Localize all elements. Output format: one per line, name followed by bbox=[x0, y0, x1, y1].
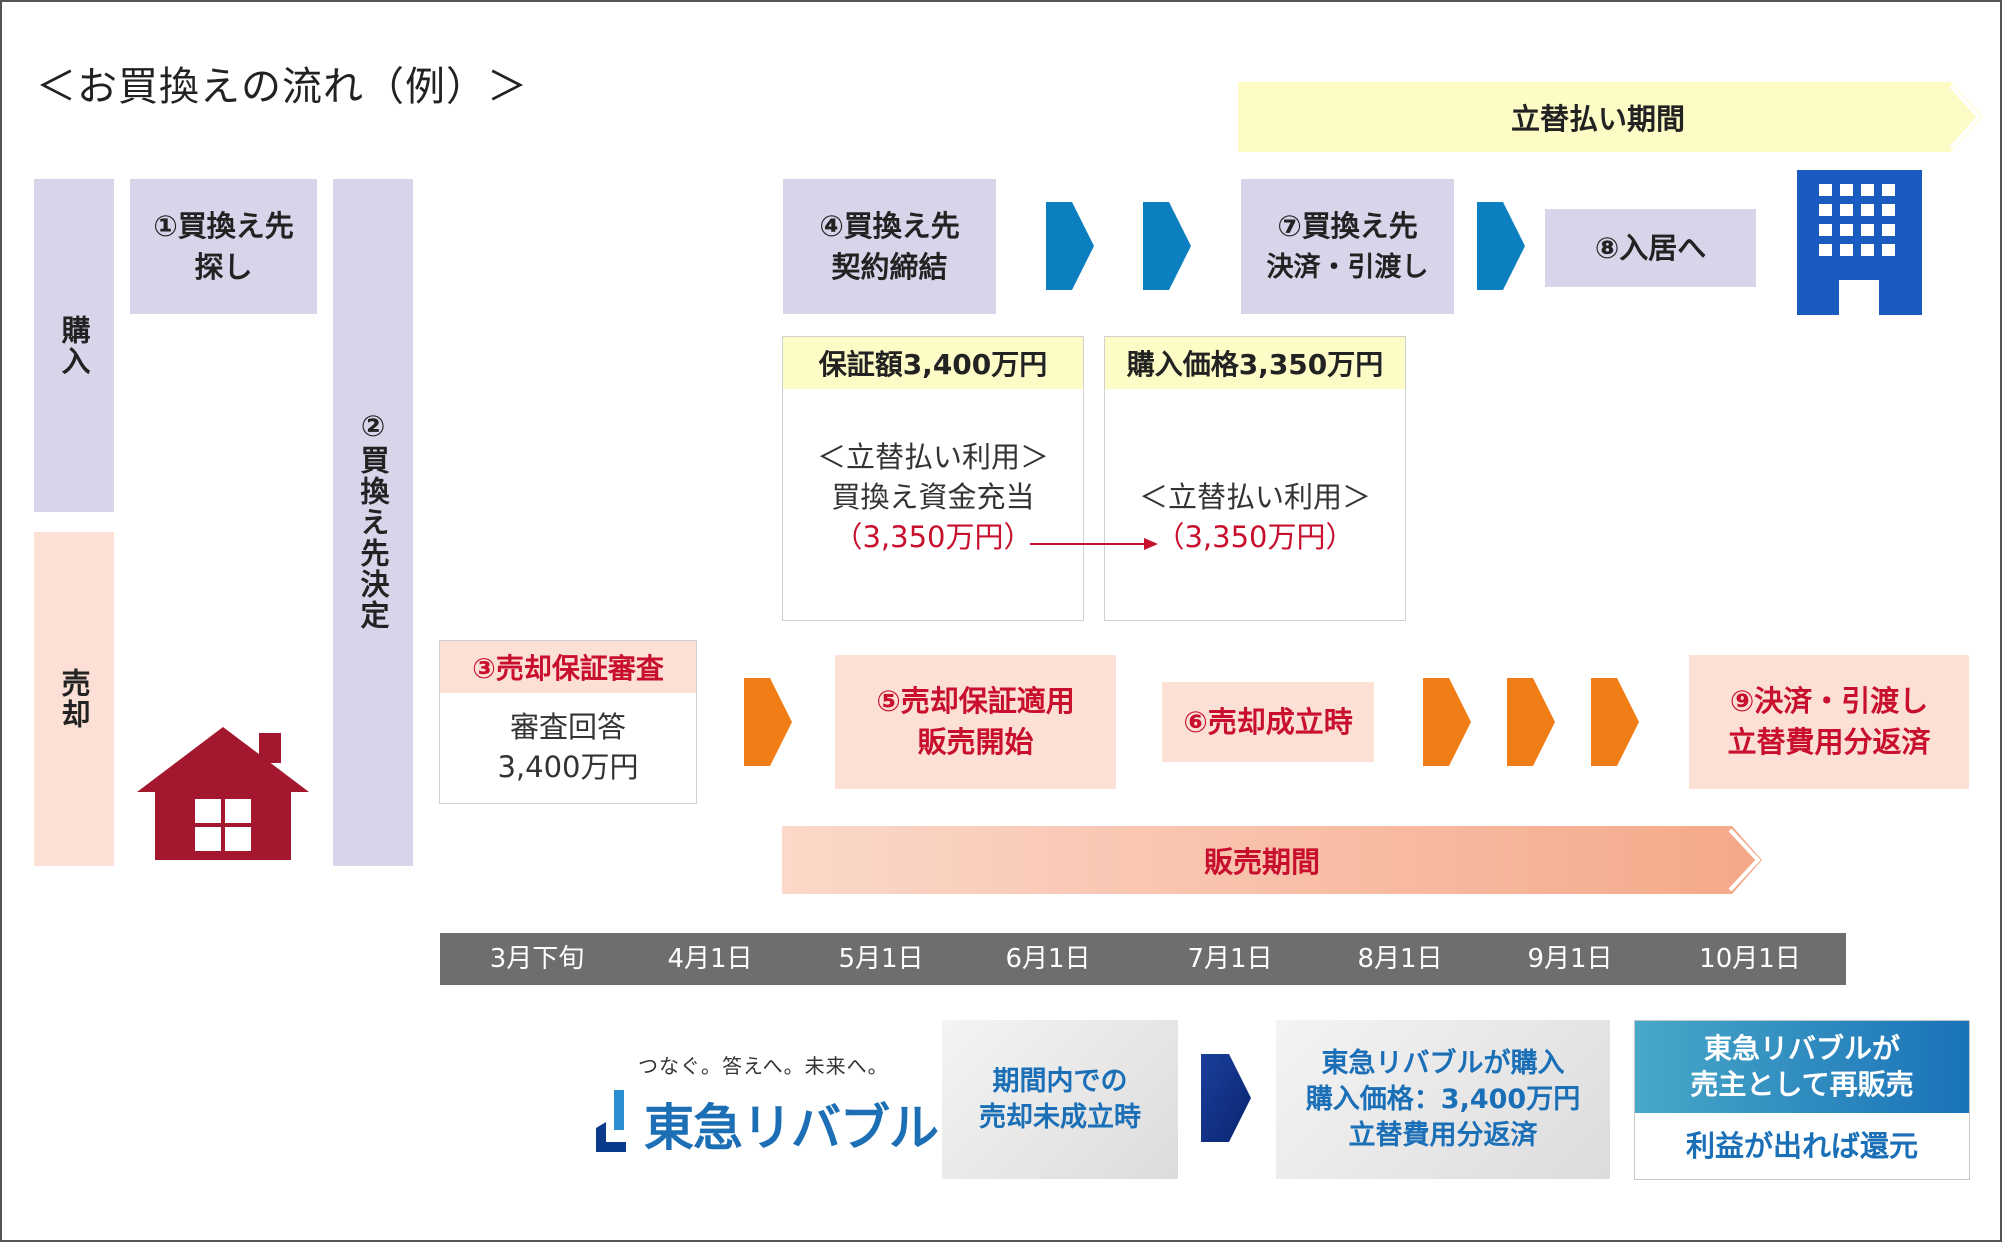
timeline-tick: 9月1日 bbox=[1527, 944, 1613, 974]
step-3-box: ③売却保証審査 審査回答 3,400万円 bbox=[439, 640, 697, 804]
step-2-label: ②買換え先決定 bbox=[356, 409, 390, 631]
case-line2: 売却未成立時 bbox=[979, 1101, 1141, 1133]
step-7-box: ⑦買換え先 決済・引渡し bbox=[1241, 179, 1454, 314]
guarantee-line3: （3,350万円） bbox=[833, 520, 1033, 554]
step-1-line1: ①買換え先 bbox=[153, 208, 294, 243]
sales-period-label: 販売期間 bbox=[1203, 845, 1320, 879]
step-7-line2: 決済・引渡し bbox=[1266, 251, 1429, 283]
guarantee-box: 保証額3,400万円 ＜立替払い利用＞ 買換え資金充当 （3,350万円） bbox=[782, 336, 1084, 621]
blue-arrow-icon bbox=[1046, 202, 1094, 290]
guarantee-label: 保証額3,400万円 bbox=[783, 337, 1083, 389]
row-purchase: 購入 bbox=[34, 179, 114, 512]
timeline-tick: 3月下旬 bbox=[489, 944, 585, 974]
logo-mark-icon bbox=[596, 1090, 626, 1152]
profit-label: 利益が出れば還元 bbox=[1685, 1129, 1918, 1163]
step-9-line2: 立替費用分返済 bbox=[1727, 725, 1931, 759]
orange-arrow-icon bbox=[1423, 678, 1471, 766]
timeline-tick: 8月1日 bbox=[1357, 944, 1443, 974]
failed-sale-case-box: 期間内での 売却未成立時 bbox=[942, 1020, 1178, 1179]
timeline-tick: 4月1日 bbox=[667, 944, 753, 974]
resale-header: 東急リバブルが 売主として再販売 bbox=[1635, 1021, 1969, 1113]
orange-arrow-icon bbox=[1591, 678, 1639, 766]
row-sale-label: 売却 bbox=[57, 668, 91, 730]
step-1-line2: 探し bbox=[194, 249, 253, 284]
step-4-box: ④買換え先 契約締結 bbox=[783, 179, 996, 314]
sales-period-arrow bbox=[782, 826, 1762, 894]
step-6-box: ⑥売却成立時 bbox=[1162, 682, 1374, 762]
purchase-price-label: 購入価格3,350万円 bbox=[1105, 337, 1405, 389]
step-7-line1: ⑦買換え先 bbox=[1277, 208, 1418, 243]
step-9-line1: ⑨決済・引渡し bbox=[1729, 684, 1929, 718]
result-box: 東急リバブルが購入 購入価格：3,400万円 立替費用分返済 bbox=[1276, 1020, 1610, 1179]
step-3-answer-line1: 審査回答 bbox=[509, 710, 626, 744]
timeline-tick: 10月1日 bbox=[1699, 944, 1801, 974]
resale-line1: 東急リバブルが bbox=[1703, 1032, 1900, 1065]
step-1-box: ①買換え先 探し bbox=[130, 179, 317, 314]
reimburse-period-label: 立替払い期間 bbox=[1510, 102, 1685, 136]
purchase-price-line1: ＜立替払い利用＞ bbox=[1138, 480, 1371, 514]
red-arrow-icon bbox=[1030, 538, 1158, 550]
step-5-box: ⑤売却保証適用 販売開始 bbox=[835, 655, 1116, 789]
step-2-box: ②買換え先決定 bbox=[333, 179, 413, 866]
orange-arrow-icon bbox=[744, 678, 792, 766]
step-4-line2: 契約締結 bbox=[831, 249, 948, 284]
navy-arrow-icon bbox=[1201, 1054, 1251, 1142]
purchase-price-body: ＜立替払い利用＞ （3,350万円） bbox=[1105, 477, 1405, 557]
orange-arrow-icon bbox=[1507, 678, 1555, 766]
step-9-box: ⑨決済・引渡し 立替費用分返済 bbox=[1689, 655, 1969, 789]
blue-arrow-icon bbox=[1477, 202, 1525, 290]
case-line1: 期間内での bbox=[992, 1065, 1128, 1097]
result-line3: 立替費用分返済 bbox=[1348, 1119, 1538, 1151]
step-3-label: ③売却保証審査 bbox=[440, 641, 696, 693]
tagline: つなぐ。答えへ。未来へ。 bbox=[638, 1054, 889, 1078]
result-line1: 東急リバブルが購入 bbox=[1321, 1047, 1565, 1079]
purchase-price-box: 購入価格3,350万円 ＜立替払い利用＞ （3,350万円） bbox=[1104, 336, 1406, 621]
page-title: ＜お買換えの流れ（例）＞ bbox=[36, 64, 528, 110]
purchase-price-line2: （3,350万円） bbox=[1155, 520, 1355, 554]
guarantee-line2: 買換え資金充当 bbox=[831, 480, 1035, 514]
building-icon bbox=[1797, 170, 1922, 315]
row-purchase-label: 購入 bbox=[57, 314, 91, 377]
resale-box: 東急リバブルが 売主として再販売 利益が出れば還元 bbox=[1634, 1020, 1970, 1180]
step-5-line2: 販売開始 bbox=[917, 725, 1034, 759]
step-3-answer: 審査回答 3,400万円 bbox=[440, 707, 696, 787]
guarantee-line1: ＜立替払い利用＞ bbox=[816, 440, 1049, 474]
guarantee-body: ＜立替払い利用＞ 買換え資金充当 （3,350万円） bbox=[783, 437, 1083, 557]
timeline-tick: 5月1日 bbox=[838, 944, 924, 974]
timeline-tick: 6月1日 bbox=[1005, 944, 1091, 974]
step-3-answer-line2: 3,400万円 bbox=[497, 750, 639, 784]
timeline-tick: 7月1日 bbox=[1187, 944, 1273, 974]
step-8-box: ⑧入居へ bbox=[1545, 209, 1756, 287]
timeline-bar: 3月下旬 4月1日 5月1日 6月1日 7月1日 8月1日 9月1日 10月1日 bbox=[440, 933, 1846, 985]
logo-text: 東急リバブル bbox=[644, 1099, 939, 1157]
blue-arrow-icon bbox=[1143, 202, 1191, 290]
row-sale: 売却 bbox=[34, 532, 114, 866]
resale-line2: 売主として再販売 bbox=[1690, 1068, 1914, 1101]
step-5-line1: ⑤売却保証適用 bbox=[876, 684, 1075, 718]
reimburse-period-arrow bbox=[1238, 82, 1983, 152]
result-line2: 購入価格：3,400万円 bbox=[1305, 1083, 1581, 1115]
step-4-line1: ④買換え先 bbox=[819, 208, 960, 243]
house-icon bbox=[137, 727, 309, 860]
